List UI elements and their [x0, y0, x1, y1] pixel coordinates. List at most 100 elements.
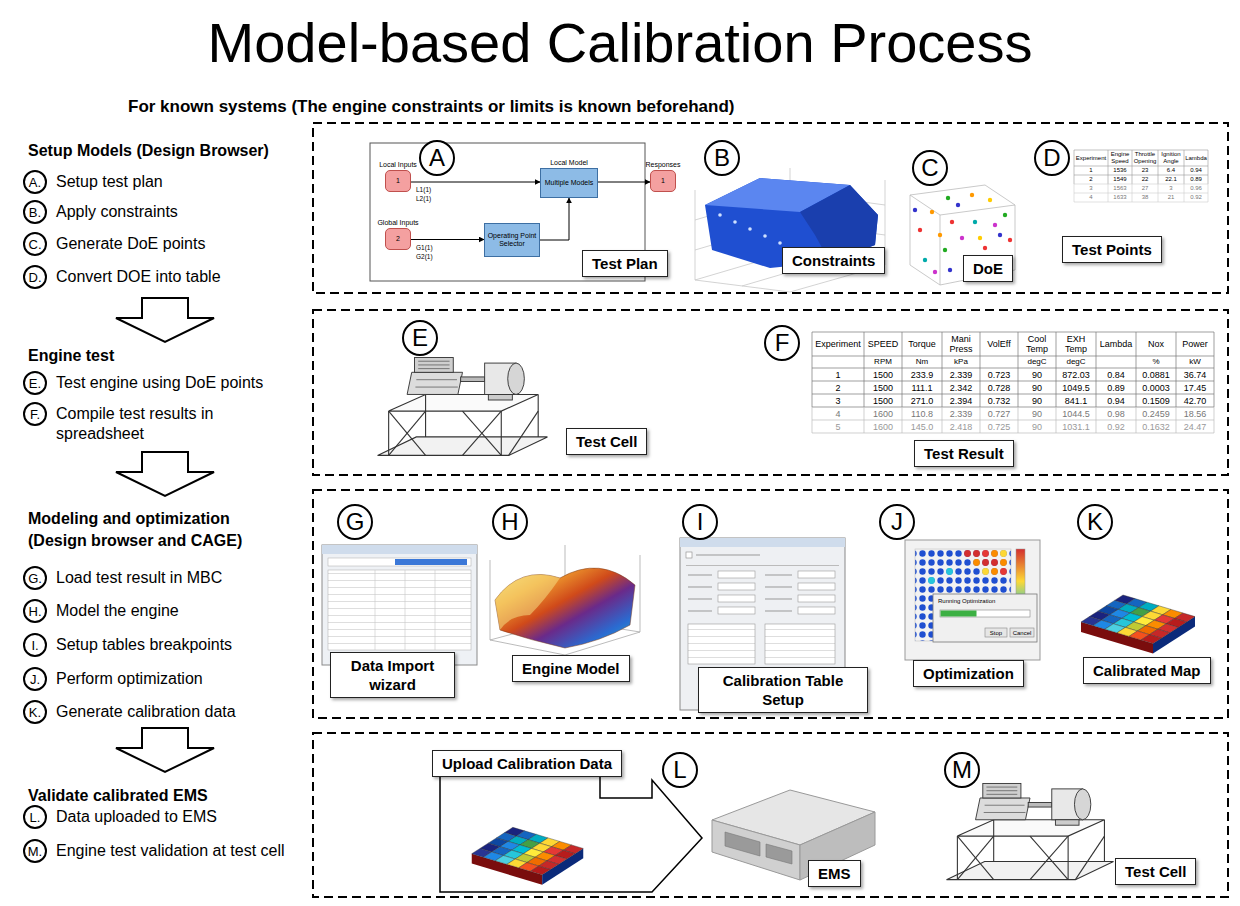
block-text: Multiple Models — [545, 179, 594, 187]
callout-letter: C — [912, 150, 948, 186]
doe-scatter — [970, 193, 974, 197]
doe-scatter — [943, 248, 947, 252]
section-heading: Modeling and optimization (Design browse… — [28, 508, 268, 552]
step-text: Apply constraints — [56, 202, 301, 222]
signal-label: G2(1) — [416, 253, 433, 261]
panel-frame — [313, 123, 1228, 293]
button-text: Stop — [985, 628, 1007, 637]
table-cell: 0.728 — [980, 381, 1018, 394]
doe-scatter — [973, 220, 977, 224]
step-letter: E. — [23, 371, 47, 395]
letter-text: M. — [28, 845, 42, 858]
ems-device — [766, 844, 792, 864]
table-setup-screenshot — [718, 571, 755, 578]
table-header: Engine Speed — [1108, 150, 1132, 166]
letter-text: B — [714, 146, 730, 170]
table-cell: 0.89 — [1184, 175, 1208, 184]
doe-scatter — [1003, 213, 1007, 217]
doe-scatter — [910, 185, 1015, 285]
table-setup-screenshot — [688, 587, 712, 588]
output-port: Responses1 — [643, 160, 683, 192]
table-cell: 2.394 — [942, 394, 980, 407]
table-cell: 0.96 — [1184, 184, 1208, 193]
optimization-screenshot — [964, 550, 971, 557]
test-cell-drawing — [378, 358, 548, 456]
doe-scatter — [956, 203, 960, 207]
step-letter: A. — [23, 170, 47, 194]
table-setup-screenshot — [765, 575, 792, 576]
table-setup-screenshot — [688, 624, 755, 664]
constraint-plot — [763, 234, 767, 238]
table-cell: 36.74 — [1176, 368, 1214, 381]
table-header: Experiment — [1074, 150, 1108, 166]
table-cell: 90 — [1018, 381, 1056, 394]
table-cell: 2 — [812, 381, 864, 394]
signal-label: L1(1) — [416, 186, 431, 194]
table-cell: 24.47 — [1176, 420, 1214, 433]
step-letter: H. — [23, 599, 47, 623]
callout-letter: G — [337, 504, 373, 540]
flow-arrow — [116, 452, 214, 496]
letter-text: A — [429, 146, 445, 170]
letter-text: I. — [31, 639, 38, 652]
ems-device — [725, 832, 760, 856]
dialog-title: Running Optimization — [938, 597, 995, 605]
doe-scatter — [910, 195, 911, 265]
caption-text: Upload Calibration Data — [442, 754, 612, 773]
table-cell: 22 — [1132, 175, 1158, 184]
step-text: Setup tables breakpoints — [56, 635, 301, 655]
table-header: Experiment — [812, 332, 864, 356]
table-cell: 0.92 — [1096, 420, 1136, 433]
optimization-screenshot — [991, 559, 998, 566]
table-cell: 1633 — [1108, 193, 1132, 202]
letter-text: K — [1087, 510, 1103, 534]
import-wizard-screenshot — [328, 558, 471, 566]
import-wizard-screenshot — [405, 570, 406, 650]
table-unit: kW — [1176, 356, 1214, 368]
table-cell: 6.4 — [1158, 166, 1184, 175]
connector — [598, 182, 650, 183]
panel-frame — [313, 733, 1228, 897]
doe-scatter — [1015, 205, 1016, 270]
step-text: Engine test validation at test cell — [56, 841, 301, 861]
table-setup-screenshot — [696, 555, 760, 556]
doe-scatter — [993, 223, 997, 227]
callout-letter: H — [492, 504, 528, 540]
table-grid — [1074, 184, 1208, 202]
import-wizard-screenshot — [328, 570, 471, 650]
table-cell: 90 — [1018, 407, 1056, 420]
table-cell: 23 — [1132, 166, 1158, 175]
optimization-screenshot — [1010, 628, 1034, 637]
table-cell: 3 — [812, 394, 864, 407]
step-text: Generate DoE points — [56, 234, 301, 254]
letter-text: G. — [28, 572, 42, 585]
table-setup-screenshot — [718, 583, 755, 590]
callout-letter: M — [944, 752, 980, 788]
table-cell: 2 — [1074, 175, 1108, 184]
table-setup-screenshot — [686, 565, 839, 566]
optimization-screenshot — [982, 550, 989, 557]
optimization-screenshot — [985, 628, 1007, 637]
block-caption: Local Model — [540, 158, 598, 167]
table-setup-screenshot — [686, 552, 692, 558]
optimization-screenshot — [933, 594, 1037, 642]
caption-box: Test Cell — [1115, 858, 1196, 885]
callout-letter: E — [402, 320, 438, 356]
doe-scatter — [998, 233, 1002, 237]
caption-box: Optimization — [913, 660, 1024, 687]
step-letter: J. — [23, 667, 47, 691]
step-letter: I. — [23, 633, 47, 657]
caption-box: Test Plan — [582, 250, 668, 277]
table-setup-screenshot — [688, 599, 712, 600]
panel-frame — [313, 123, 1228, 897]
optimization-screenshot — [973, 559, 980, 566]
table-cell: 3 — [1158, 184, 1184, 193]
table-header: EXH Temp — [1056, 332, 1096, 356]
letter-text: F. — [30, 408, 40, 421]
optimization-screenshot — [1000, 550, 1007, 557]
connector — [540, 198, 569, 240]
table-cell: 0.732 — [980, 394, 1018, 407]
callout-letter: K — [1077, 504, 1113, 540]
caption-text: Test Cell — [576, 432, 637, 451]
